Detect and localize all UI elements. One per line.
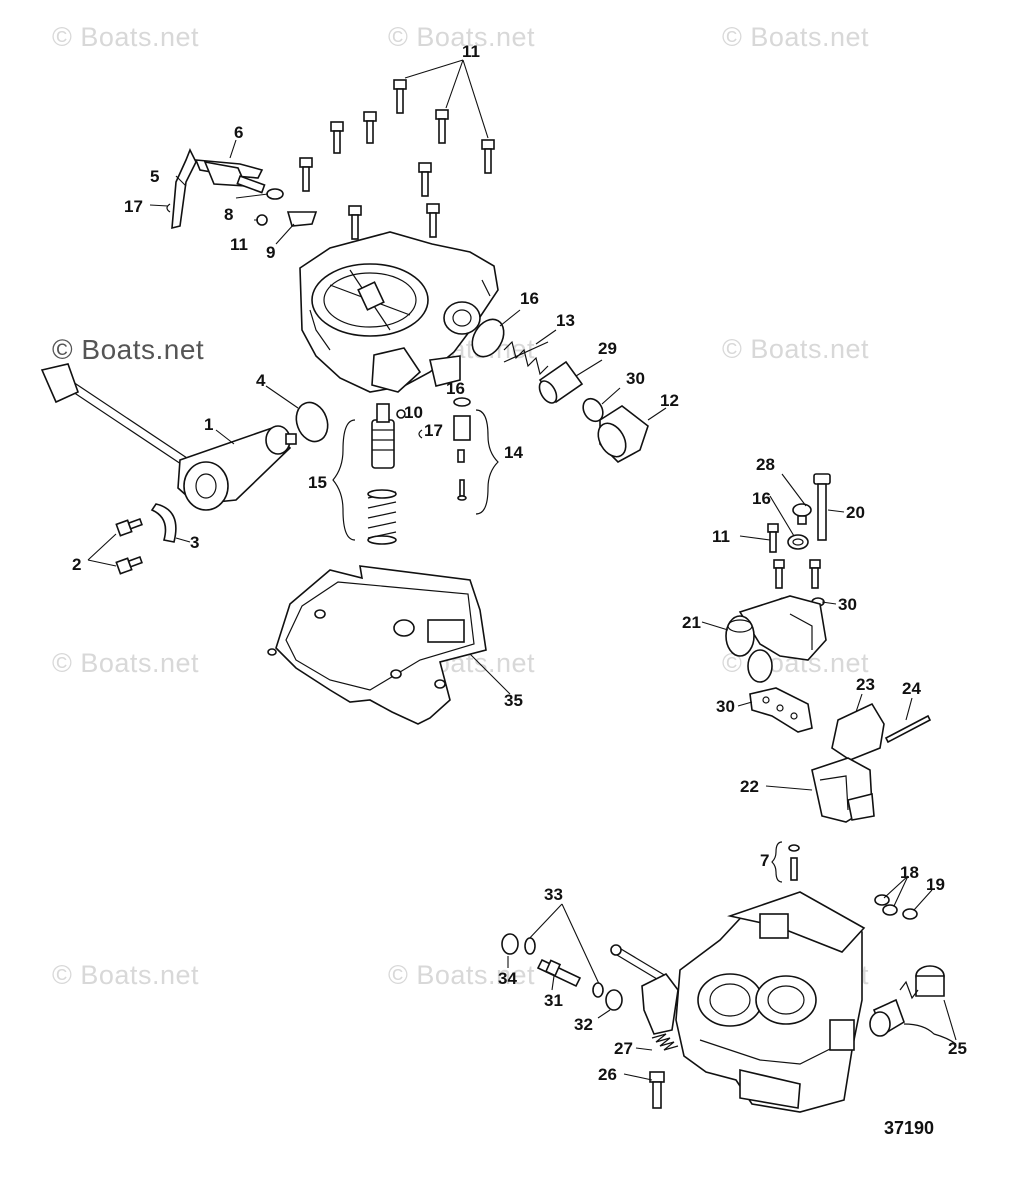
callout-label: 18 — [900, 863, 919, 882]
spring — [651, 1033, 679, 1051]
bracket — [771, 841, 783, 883]
fuel-filter-spring — [503, 340, 549, 376]
bracket — [332, 419, 356, 541]
throttle-shaft-lever — [610, 944, 679, 1035]
choke-gasket — [295, 401, 329, 443]
retainer-clip — [150, 503, 177, 543]
carburetor-air-horn — [299, 231, 499, 393]
watermark: © Boats.net — [52, 648, 199, 678]
callout-label: 7 — [760, 851, 769, 870]
callout-label: 35 — [504, 691, 523, 710]
callout-label: 16 — [752, 489, 771, 508]
idle-screw — [788, 844, 800, 881]
callout-label: 21 — [682, 613, 701, 632]
inlet-nut — [597, 405, 649, 463]
washer — [524, 937, 536, 955]
fuel-filter — [538, 360, 584, 404]
callout-label: 29 — [598, 339, 617, 358]
callout-label: 16 — [520, 289, 539, 308]
choke-bracket — [749, 687, 813, 733]
washer — [396, 409, 406, 419]
pin — [884, 714, 932, 744]
throttle-body — [675, 891, 866, 1113]
washer — [582, 397, 604, 423]
callout-label: 4 — [256, 371, 266, 390]
watermark: © Boats.net — [52, 960, 199, 990]
callout-label: 24 — [902, 679, 921, 698]
callout-label: 12 — [660, 391, 679, 410]
callout-label: 9 — [266, 243, 275, 262]
callout-label: 20 — [846, 503, 865, 522]
callout-label: 34 — [498, 969, 517, 988]
callout-label: 30 — [716, 697, 735, 716]
pump-plunger-parts — [869, 965, 945, 1037]
bracket — [475, 409, 499, 515]
choke-thermostat — [811, 757, 875, 823]
watermark: © Boats.net — [722, 334, 869, 364]
adjusting-screws — [874, 894, 918, 920]
o-ring-gasket — [471, 318, 505, 358]
callout-label: 23 — [856, 675, 875, 694]
throttle-lever — [166, 148, 318, 230]
callout-label: 32 — [574, 1015, 593, 1034]
idle-speed-screw — [649, 1071, 665, 1109]
callout-label: 2 — [72, 555, 81, 574]
watermark: © Boats.net — [388, 22, 535, 52]
diagram-reference-number: 37190 — [884, 1118, 935, 1138]
nut — [605, 989, 623, 1011]
callout-label: 28 — [756, 455, 775, 474]
callout-label: 11 — [712, 527, 730, 546]
watermark: © Boats.net — [722, 22, 869, 52]
callout-label: 16 — [446, 379, 465, 398]
bracket — [903, 1023, 957, 1045]
callout-label: 6 — [234, 123, 243, 142]
callout-label: 3 — [190, 533, 199, 552]
callout-label: 19 — [926, 875, 945, 894]
callout-label: 5 — [150, 167, 159, 186]
washer — [592, 982, 604, 998]
callout-label: 25 — [948, 1039, 967, 1058]
callout-label: 26 — [598, 1065, 617, 1084]
callout-label: 14 — [504, 443, 523, 462]
needle-and-seat — [453, 397, 471, 501]
callout-label: 10 — [404, 403, 423, 422]
choke-assembly — [40, 363, 297, 511]
callout-label: 15 — [308, 473, 327, 492]
carburetor-gasket — [267, 565, 487, 725]
callout-label: 31 — [544, 991, 563, 1010]
watermark: © Boats.net — [52, 334, 205, 365]
e-clip — [418, 429, 423, 439]
choke-cover — [831, 702, 885, 761]
callout-label: 27 — [614, 1039, 633, 1058]
callout-label: 11 — [230, 235, 248, 254]
choke-housing-parts — [725, 473, 831, 683]
callout-label: 33 — [544, 885, 563, 904]
callout-label: 22 — [740, 777, 759, 796]
accelerator-pump — [367, 403, 397, 545]
watermark: © Boats.net — [388, 960, 535, 990]
callout-label: 11 — [462, 42, 480, 61]
callout-label: 30 — [838, 595, 857, 614]
callout-label: 17 — [424, 421, 443, 440]
nut — [501, 933, 519, 955]
choke-screws — [115, 517, 143, 575]
callout-label: 17 — [124, 197, 143, 216]
stud — [536, 958, 582, 988]
callout-label: 8 — [224, 205, 233, 224]
callout-label: 13 — [556, 311, 575, 330]
callout-label: 1 — [204, 415, 213, 434]
watermark: © Boats.net — [52, 22, 199, 52]
screw-group-top — [299, 79, 495, 240]
callout-label: 30 — [626, 369, 645, 388]
